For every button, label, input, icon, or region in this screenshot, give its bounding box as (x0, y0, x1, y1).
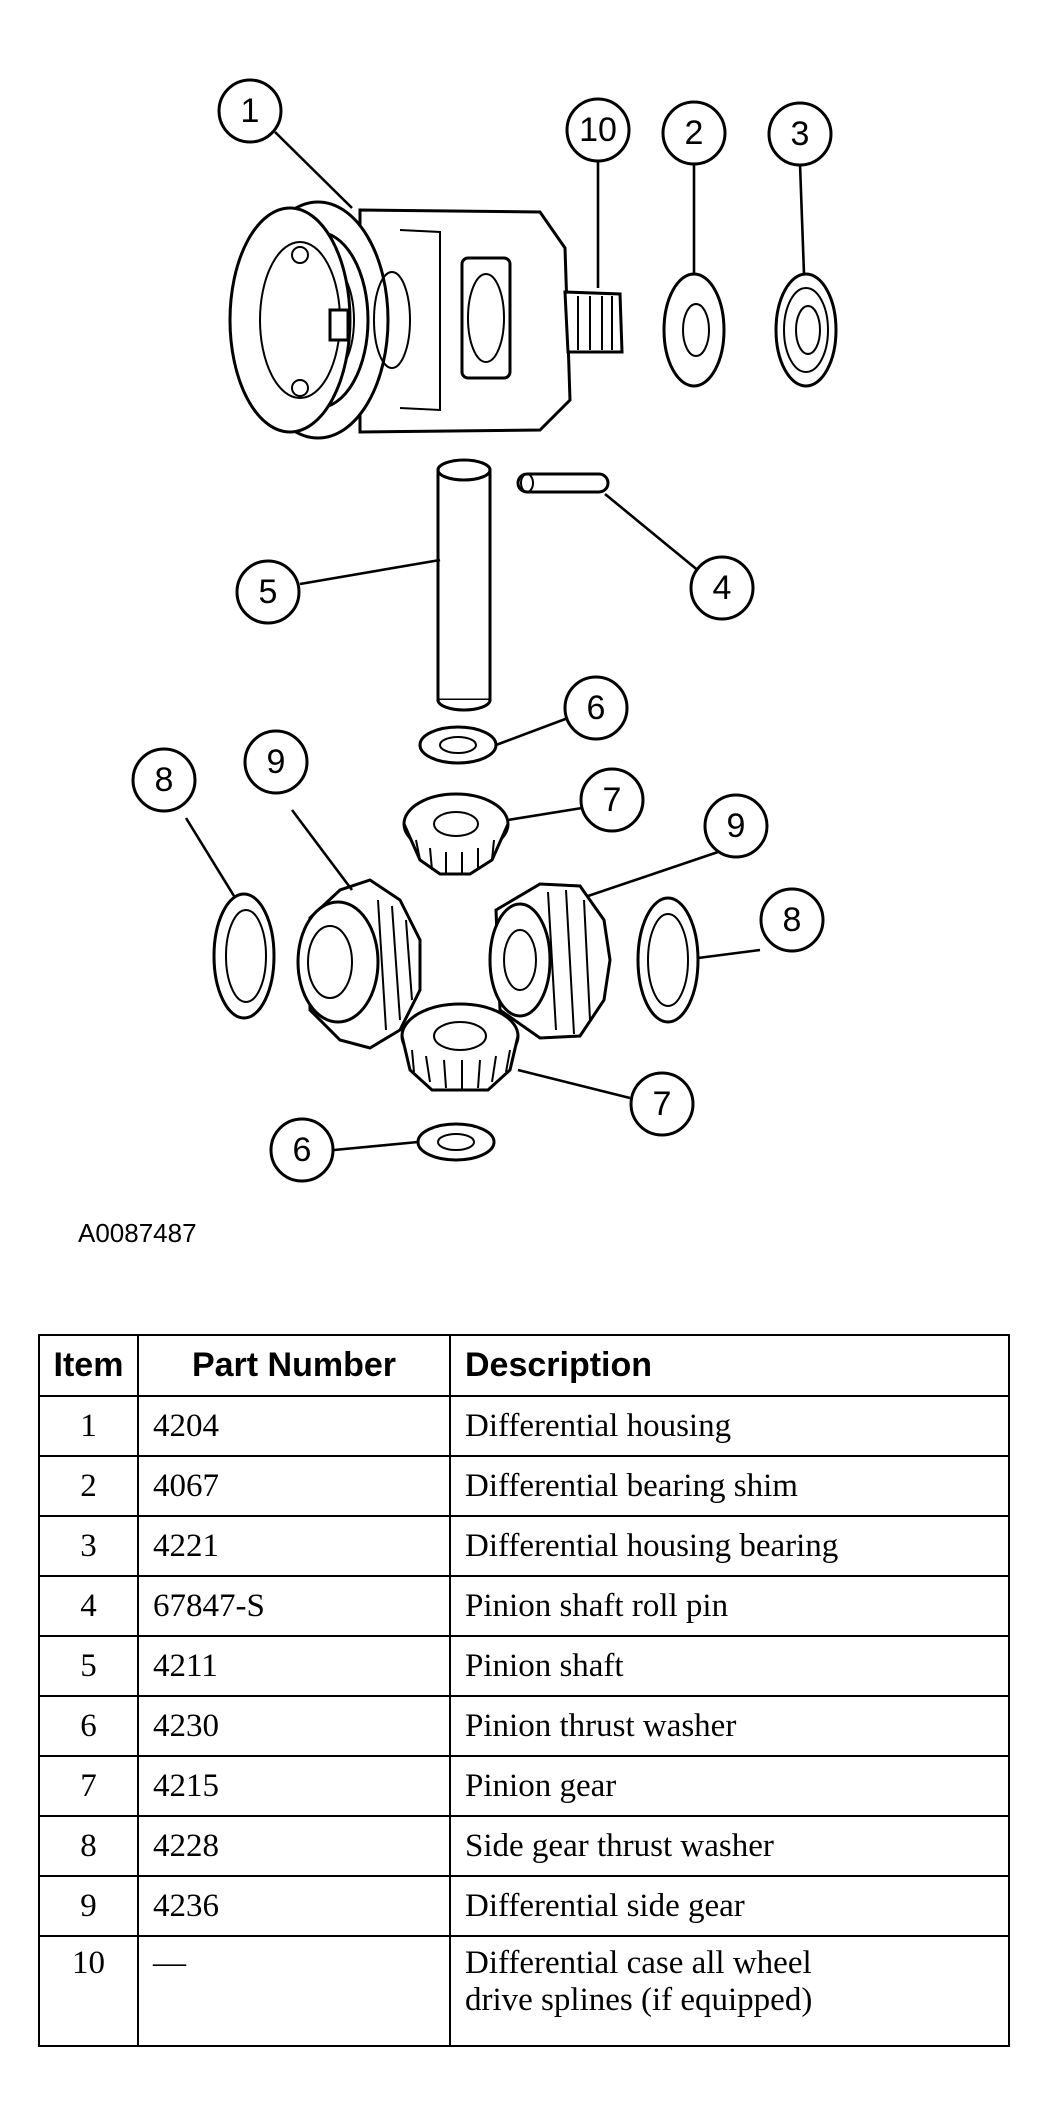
pinion-shaft-drawing (436, 458, 492, 712)
item-cell: 8 (38, 1815, 139, 1877)
item-cell: 3 (38, 1515, 139, 1577)
item-cell: 9 (38, 1875, 139, 1937)
item-cell: 5 (38, 1635, 139, 1697)
table-row: 6 4230 Pinion thrust washer (38, 1695, 1010, 1757)
callout-8-right: 8 (759, 887, 825, 953)
table-row: 9 4236 Differential side gear (38, 1875, 1010, 1937)
side-gear-thrust-washer-right (636, 896, 700, 1024)
pinion-thrust-washer-bottom (416, 1122, 496, 1162)
side-gear-thrust-washer-left (212, 892, 276, 1020)
table-row: 3 4221 Differential housing bearing (38, 1515, 1010, 1577)
description-cell: Side gear thrust washer (449, 1815, 1010, 1877)
table-row: 10 — Differential case all wheel drive s… (38, 1935, 1010, 2047)
item-cell: 6 (38, 1695, 139, 1757)
header-part-number: Part Number (137, 1334, 451, 1397)
part-number-cell: 4221 (137, 1515, 451, 1577)
differential-housing-drawing (228, 200, 624, 440)
callout-7-bottom: 7 (629, 1071, 695, 1137)
svg-text:10: 10 (579, 111, 617, 149)
housing-bearing-drawing (774, 272, 838, 388)
svg-text:9: 9 (267, 743, 286, 781)
part-number-cell: 4230 (137, 1695, 451, 1757)
callout-9-left: 9 (243, 729, 309, 795)
pinion-gear-top (402, 792, 510, 876)
callout-8-left: 8 (131, 747, 197, 813)
svg-text:9: 9 (727, 807, 746, 845)
description-line-1: Differential case all wheel (465, 1945, 812, 1981)
description-cell: Pinion thrust washer (449, 1695, 1010, 1757)
leader-lines (184, 131, 806, 1152)
header-item: Item (38, 1334, 139, 1397)
exploded-diagram: 1 10 2 3 5 4 6 8 9 7 9 8 7 6 (131, 78, 838, 1183)
table-row: 7 4215 Pinion gear (38, 1755, 1010, 1817)
part-number-cell: 4236 (137, 1875, 451, 1937)
item-cell: 2 (38, 1455, 139, 1517)
callout-6-top: 6 (563, 675, 629, 741)
figure-id: A0087487 (78, 1218, 197, 1248)
table-row: 5 4211 Pinion shaft (38, 1635, 1010, 1697)
svg-text:8: 8 (783, 901, 802, 939)
callout-7-top: 7 (579, 767, 645, 833)
callout-1: 1 (217, 78, 283, 144)
description-cell: Differential case all wheel drive spline… (449, 1935, 1010, 2047)
header-description: Description (449, 1334, 1010, 1397)
part-number-cell: 4067 (137, 1455, 451, 1517)
svg-text:7: 7 (653, 1085, 672, 1123)
description-cell: Pinion shaft (449, 1635, 1010, 1697)
part-number-cell: 4228 (137, 1815, 451, 1877)
description-cell: Differential housing (449, 1395, 1010, 1457)
callout-6-bottom: 6 (269, 1117, 335, 1183)
bearing-shim-drawing (662, 272, 726, 388)
description-cell: Differential bearing shim (449, 1455, 1010, 1517)
description-line-2: drive splines (if equipped) (465, 1982, 813, 2018)
svg-text:7: 7 (603, 781, 622, 819)
callout-3: 3 (767, 101, 833, 167)
side-gear-left (296, 878, 422, 1050)
item-cell: 1 (38, 1395, 139, 1457)
pinion-gear-bottom (400, 1002, 520, 1092)
description-cell: Differential side gear (449, 1875, 1010, 1937)
svg-text:5: 5 (259, 573, 278, 611)
part-number-cell: 4211 (137, 1635, 451, 1697)
svg-text:1: 1 (241, 92, 260, 130)
item-cell: 10 (38, 1935, 139, 2047)
roll-pin-drawing (516, 472, 610, 494)
side-gear-right (488, 882, 612, 1040)
table-row: 1 4204 Differential housing (38, 1395, 1010, 1457)
parts-table: Item Part Number Description 1 4204 Diff… (38, 1334, 1010, 2047)
callout-9-right: 9 (703, 793, 769, 859)
svg-text:8: 8 (155, 761, 174, 799)
callout-10: 10 (565, 97, 631, 163)
description-cell: Pinion shaft roll pin (449, 1575, 1010, 1637)
svg-text:4: 4 (713, 569, 732, 607)
table-row: 8 4228 Side gear thrust washer (38, 1815, 1010, 1877)
svg-text:2: 2 (685, 114, 704, 152)
callout-2: 2 (661, 100, 727, 166)
part-number-cell: 4215 (137, 1755, 451, 1817)
item-cell: 7 (38, 1755, 139, 1817)
description-cell: Pinion gear (449, 1755, 1010, 1817)
pinion-thrust-washer-top (418, 725, 498, 765)
part-number-cell: 4204 (137, 1395, 451, 1457)
description-cell: Differential housing bearing (449, 1515, 1010, 1577)
table-row: 2 4067 Differential bearing shim (38, 1455, 1010, 1517)
svg-text:6: 6 (587, 689, 606, 727)
part-number-cell: 67847-S (137, 1575, 451, 1637)
callout-4: 4 (689, 555, 755, 621)
table-header-row: Item Part Number Description (38, 1334, 1010, 1397)
table-row: 4 67847-S Pinion shaft roll pin (38, 1575, 1010, 1637)
svg-text:3: 3 (791, 115, 810, 153)
callout-5: 5 (235, 559, 301, 625)
part-number-cell: — (137, 1935, 451, 2047)
item-cell: 4 (38, 1575, 139, 1637)
svg-text:6: 6 (293, 1131, 312, 1169)
